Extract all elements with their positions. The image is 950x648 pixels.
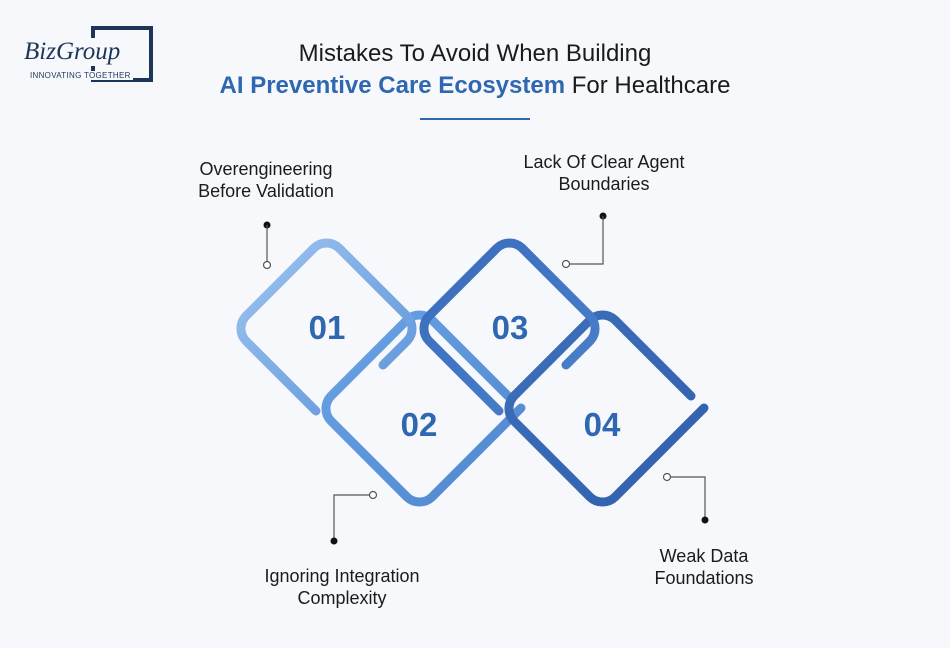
step-number-02: 02 [401,406,438,443]
logo-wordmark: BizGroup [24,38,123,66]
title-underline [420,118,530,120]
connector-03 [561,212,607,269]
step-number-04: 04 [584,406,621,443]
title-rest: For Healthcare [571,72,731,99]
step-label-03: Lack Of Clear Agent Boundaries [523,152,685,194]
connector-02 [330,490,378,545]
title-highlight: AI Preventive Care Ecosystem [219,72,566,99]
logo-word-2: Group [55,38,121,65]
bizgroup-logo: BizGroup INNOVATING TOGETHER [24,26,156,84]
diamond-04 [504,310,709,507]
page-title-line-1: Mistakes To Avoid When Building [298,40,652,67]
diamond-03 [419,238,600,416]
step-number-03: 03 [492,309,529,346]
step-label-02: Ignoring Integration Complexity [264,566,420,608]
step-label-01: Overengineering Before Validation [198,159,334,201]
page-title-line-2: AI Preventive Care Ecosystem For Healthc… [0,72,950,100]
logo-tagline: INNOVATING TOGETHER [30,71,133,80]
logo-word-1: Biz [24,38,56,65]
step-number-01: 01 [309,309,346,346]
connector-01 [262,221,272,270]
step-label-04: Weak Data Foundations [654,546,754,588]
diamond-01 [236,238,417,416]
diamond-02 [321,310,526,507]
connector-04 [662,472,709,524]
